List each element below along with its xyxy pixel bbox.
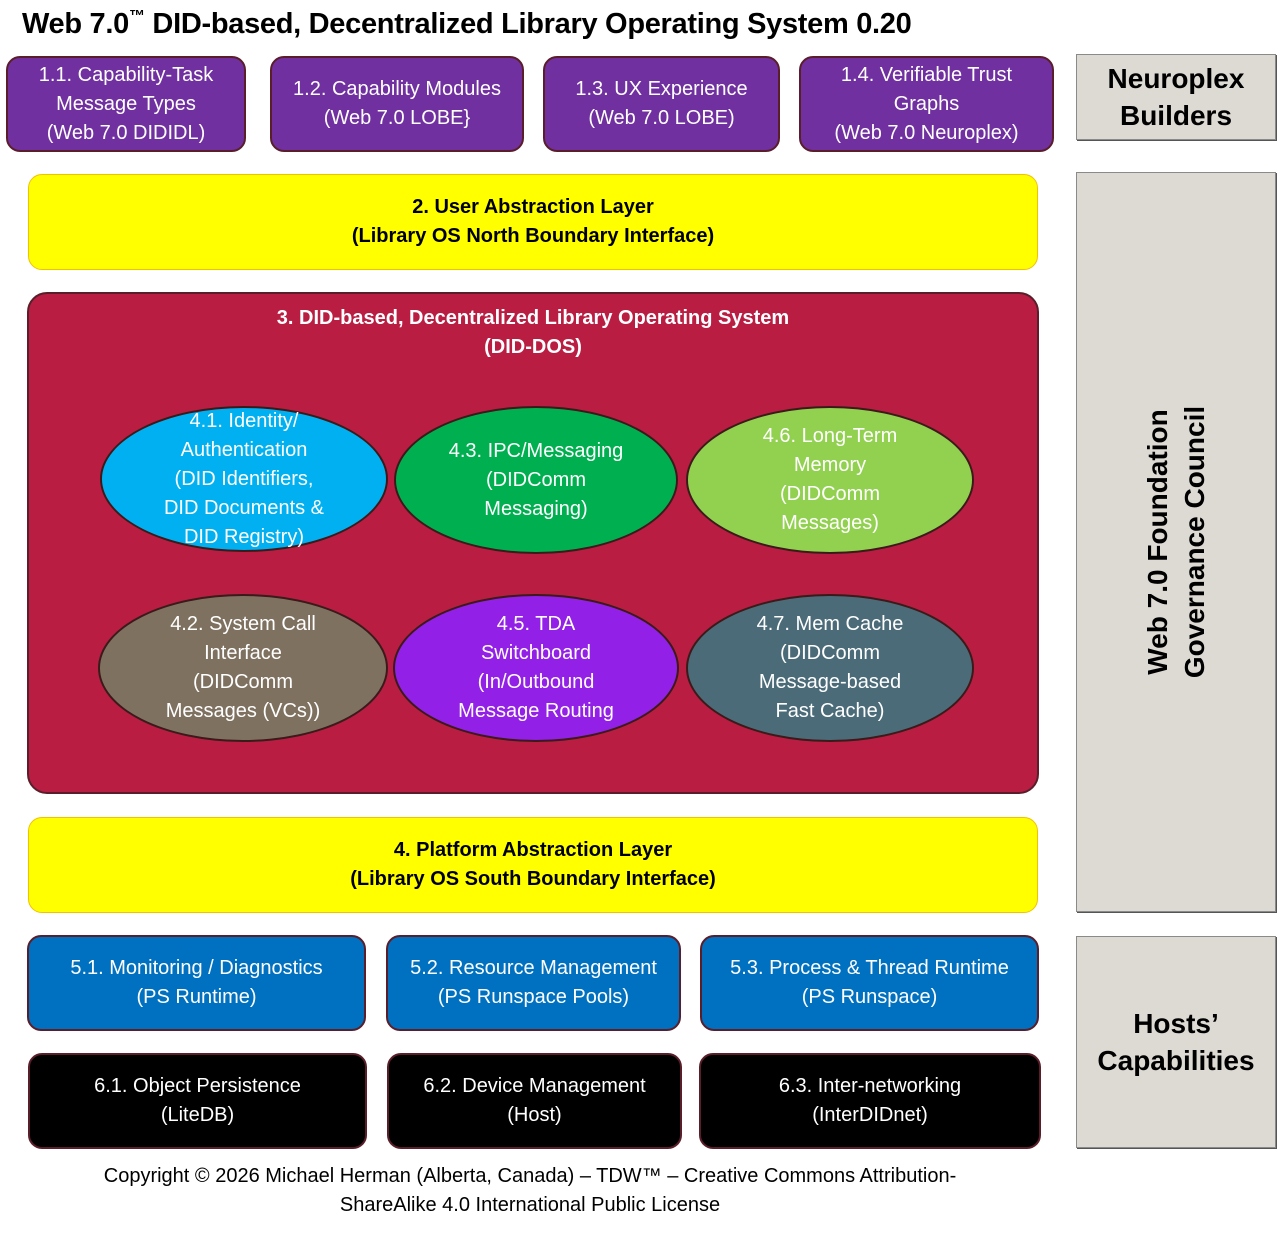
box-line: 5.1. Monitoring / Diagnostics <box>70 957 323 979</box>
module-line: Messages) <box>781 512 879 534</box>
ipc-messaging-module: 4.3. IPC/Messaging (DIDComm Messaging) <box>394 406 678 554</box>
trademark-mark: ™ <box>128 8 145 25</box>
panel-line: Neuroplex <box>1107 63 1245 94</box>
box-line: 1.1. Capability-Task <box>38 63 214 86</box>
system-call-interface-module: 4.2. System Call Interface (DIDComm Mess… <box>98 594 388 742</box>
did-dos-subtitle: (DID-DOS) <box>484 336 582 358</box>
tda-switchboard-module: 4.5. TDA Switchboard (In/Outbound Messag… <box>393 594 679 742</box>
inter-networking-box: 6.3. Inter-networking (InterDIDnet) <box>699 1053 1041 1149</box>
panel-line: Builders <box>1119 100 1233 131</box>
copyright-footer: Copyright © 2026 Michael Herman (Alberta… <box>0 1162 1060 1220</box>
diagram-title: Web 7.0™ DID-based, Decentralized Librar… <box>22 8 912 41</box>
box-line: (Host) <box>507 1104 562 1126</box>
footer-line: ShareAlike 4.0 International Public Lice… <box>339 1194 721 1216</box>
module-line: (In/Outbound <box>477 671 595 693</box>
user-abstraction-layer: 2. User Abstraction Layer (Library OS No… <box>28 174 1038 270</box>
governance-council-panel: Web 7.0 Foundation Governance Council <box>1076 172 1276 912</box>
module-line: 4.2. System Call <box>170 613 316 635</box>
box-line: 6.2. Device Management <box>423 1075 646 1097</box>
platform-abstraction-layer: 4. Platform Abstraction Layer (Library O… <box>28 817 1038 913</box>
ux-experience-box: 1.3. UX Experience (Web 7.0 LOBE) <box>543 56 780 152</box>
box-line: 1.3. UX Experience <box>575 78 748 100</box>
module-line: (DIDComm <box>780 642 880 664</box>
box-line: (Web 7.0 DIDIDL) <box>46 121 206 144</box>
did-dos-title: 3. DID-based, Decentralized Library Oper… <box>29 304 1037 362</box>
module-line: Messaging) <box>484 497 588 520</box>
box-line: 5.2. Resource Management <box>410 957 657 979</box>
module-line: Fast Cache) <box>775 700 885 722</box>
box-line: (Web 7.0 LOBE} <box>323 107 471 129</box>
panel-line: Governance Council <box>1179 405 1210 679</box>
box-line: (LiteDB) <box>160 1104 235 1126</box>
object-persistence-box: 6.1. Object Persistence (LiteDB) <box>28 1053 367 1149</box>
module-line: Interface <box>204 642 282 664</box>
box-line: 5.3. Process & Thread Runtime <box>730 957 1009 979</box>
footer-line: Copyright © 2026 Michael Herman (Alberta… <box>103 1165 957 1187</box>
box-line: (PS Runspace) <box>801 986 938 1008</box>
module-line: Message-based <box>758 671 902 693</box>
governance-council-label: Web 7.0 Foundation Governance Council <box>1139 406 1213 678</box>
box-line: (Web 7.0 Neuroplex) <box>834 121 1019 144</box>
box-line: 6.1. Object Persistence <box>94 1075 301 1097</box>
mem-cache-module: 4.7. Mem Cache (DIDComm Message-based Fa… <box>686 594 974 742</box>
identity-authentication-module: 4.1. Identity/ Authentication (DID Ident… <box>100 406 388 552</box>
module-line: 4.5. TDA <box>496 613 576 635</box>
box-line: Message Types <box>56 92 196 115</box>
panel-line: Web 7.0 Foundation <box>1142 409 1173 675</box>
module-line: Switchboard <box>480 642 592 664</box>
box-line: (InterDIDnet) <box>812 1104 928 1126</box>
module-line: 4.7. Mem Cache <box>756 613 904 635</box>
box-line: Graphs <box>893 92 960 115</box>
layer-subtitle: (Library OS South Boundary Interface) <box>350 868 716 890</box>
long-term-memory-module: 4.6. Long-Term Memory (DIDComm Messages) <box>686 406 974 554</box>
capability-task-message-types-box: 1.1. Capability-Task Message Types (Web … <box>6 56 246 152</box>
did-dos-title-line: 3. DID-based, Decentralized Library Oper… <box>276 307 790 329</box>
box-line: (Web 7.0 LOBE) <box>588 107 735 129</box>
module-line: (DID Identifiers, <box>174 467 314 490</box>
panel-line: Hosts’ <box>1133 1008 1219 1039</box>
box-line: 1.4. Verifiable Trust <box>840 63 1013 86</box>
module-line: Authentication <box>180 438 308 461</box>
module-line: (DIDComm <box>486 468 586 491</box>
module-line: DID Documents & <box>163 496 325 519</box>
title-rest: DID-based, Decentralized Library Operati… <box>144 8 912 40</box>
module-line: Messages (VCs)) <box>165 700 321 722</box>
capability-modules-box: 1.2. Capability Modules (Web 7.0 LOBE} <box>270 56 524 152</box>
module-line: Message Routing <box>458 700 614 722</box>
module-line: 4.3. IPC/Messaging <box>448 439 624 462</box>
box-line: 1.2. Capability Modules <box>293 78 501 100</box>
layer-title: 2. User Abstraction Layer <box>412 196 654 218</box>
layer-subtitle: (Library OS North Boundary Interface) <box>351 225 715 247</box>
device-management-box: 6.2. Device Management (Host) <box>387 1053 682 1149</box>
hosts-capabilities-panel: Hosts’ Capabilities <box>1076 936 1276 1148</box>
monitoring-diagnostics-box: 5.1. Monitoring / Diagnostics (PS Runtim… <box>27 935 366 1031</box>
layer-title: 4. Platform Abstraction Layer <box>393 839 673 861</box>
module-line: 4.1. Identity/ <box>189 409 299 432</box>
box-line: (PS Runtime) <box>136 986 257 1008</box>
module-line: DID Registry) <box>183 525 304 548</box>
module-line: (DIDComm <box>193 671 293 693</box>
neuroplex-builders-panel: Neuroplex Builders <box>1076 54 1276 140</box>
module-line: (DIDComm <box>780 483 880 505</box>
resource-management-box: 5.2. Resource Management (PS Runspace Po… <box>386 935 681 1031</box>
module-line: Memory <box>793 454 867 476</box>
verifiable-trust-graphs-box: 1.4. Verifiable Trust Graphs (Web 7.0 Ne… <box>799 56 1054 152</box>
panel-line: Capabilities <box>1097 1045 1255 1076</box>
module-line: 4.6. Long-Term <box>762 425 898 447</box>
box-line: (PS Runspace Pools) <box>437 986 630 1008</box>
process-thread-runtime-box: 5.3. Process & Thread Runtime (PS Runspa… <box>700 935 1039 1031</box>
box-line: 6.3. Inter-networking <box>778 1075 962 1097</box>
title-main: Web 7.0 <box>22 8 129 40</box>
